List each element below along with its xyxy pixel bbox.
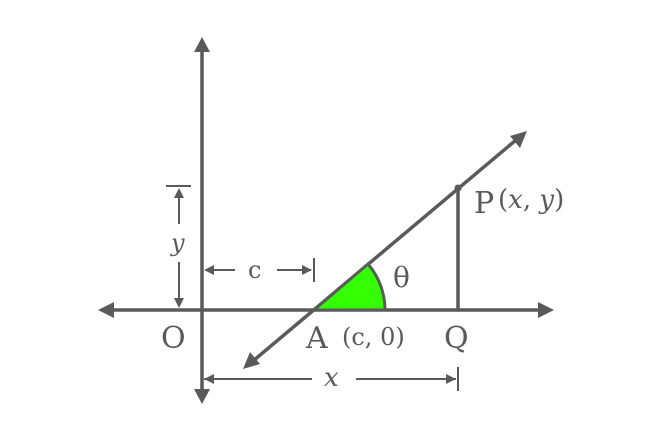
x-axis-left-arrow xyxy=(98,302,114,318)
line-lower-arrow xyxy=(243,352,260,369)
x-axis-right-arrow xyxy=(538,302,554,318)
y-axis-bottom-arrow xyxy=(194,389,210,404)
label-origin: O xyxy=(161,321,186,356)
label-point-p-coords: (x, y) xyxy=(498,185,564,215)
inclined-line xyxy=(251,138,518,363)
label-point-a: A xyxy=(305,321,328,356)
label-angle-theta: θ xyxy=(393,261,410,294)
line-upper-arrow xyxy=(510,131,527,148)
dimension-x xyxy=(204,367,459,391)
y-axis-top-arrow xyxy=(194,37,210,52)
point-p-dot xyxy=(454,184,462,192)
label-dim-c: c xyxy=(248,256,261,284)
label-point-p: P xyxy=(474,186,494,221)
label-point-q: Q xyxy=(444,321,469,356)
label-dim-y: y xyxy=(170,229,185,257)
label-point-a-coords: (c, 0) xyxy=(342,323,405,351)
label-dim-x: x xyxy=(324,363,339,393)
angle-theta-sector xyxy=(309,261,387,312)
